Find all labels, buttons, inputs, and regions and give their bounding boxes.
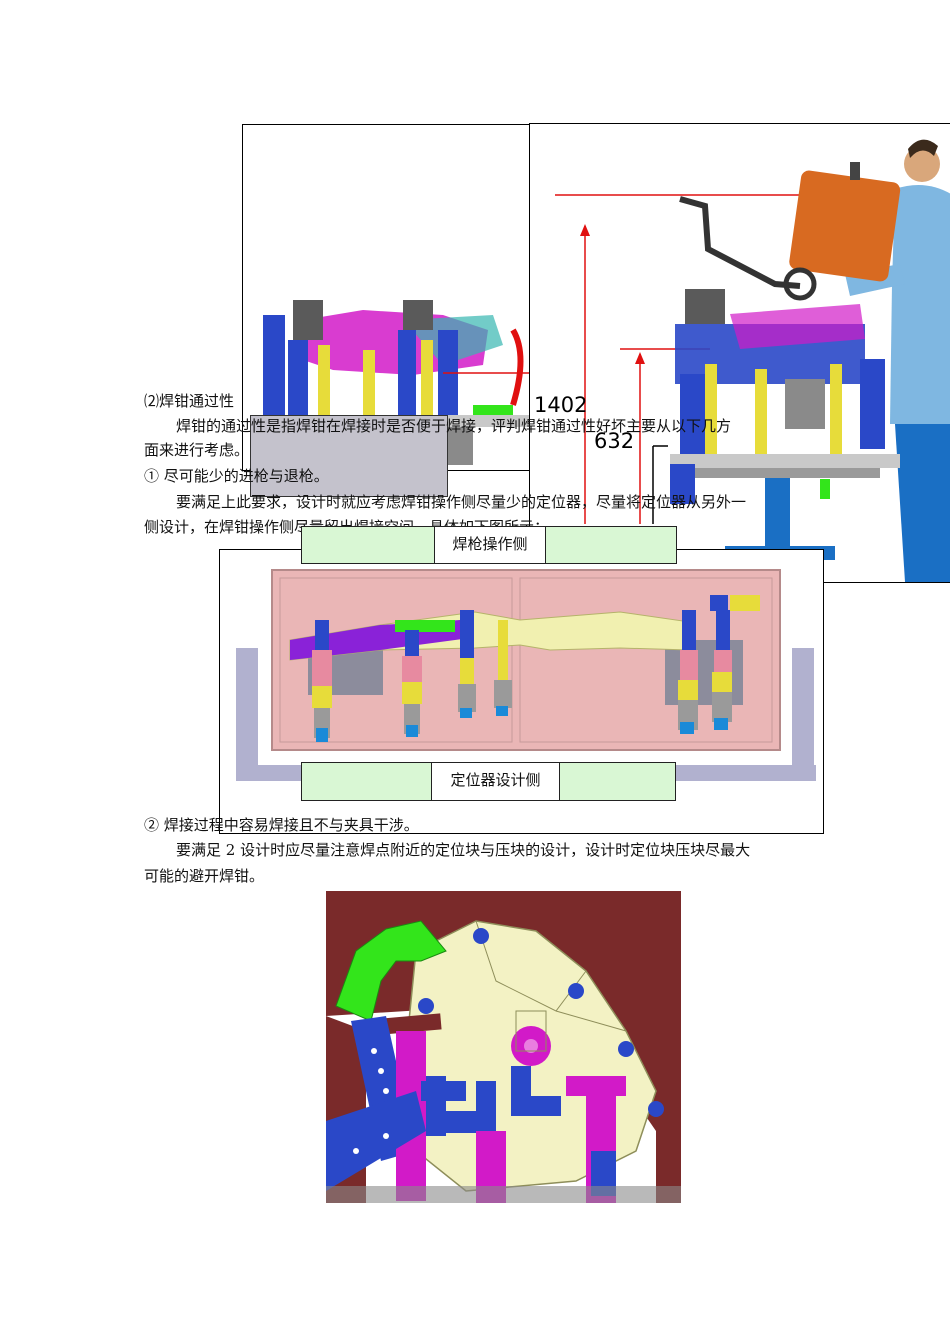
list-item-2: ② 焊接过程中容易焊接且不与夹具干涉。 xyxy=(144,816,419,834)
dimension-1402: 1402 xyxy=(534,393,588,417)
figure-fixture-side-view xyxy=(242,124,532,471)
section-title: ⑵焊钳通过性 xyxy=(144,392,235,410)
paragraph-line: 面来进行考虑。 xyxy=(144,441,250,459)
top-label-right-fill xyxy=(545,526,677,564)
dimension-632: 632 xyxy=(594,429,635,453)
paragraph-line: 要满足上此要求，设计时就应考虑焊钳操作侧尽量少的定位器，尽量将定位器从另外一 xyxy=(176,493,747,511)
figure-clamp-closeup xyxy=(326,891,681,1203)
fixture-side-drawing xyxy=(243,125,531,470)
locator-design-side-label: 定位器设计侧 xyxy=(431,762,560,801)
clamp-closeup-drawing xyxy=(326,891,681,1203)
top-label-left-fill xyxy=(301,526,435,564)
list-item-1: ① 尽可能少的进枪与退枪。 xyxy=(144,467,329,485)
figure-fixture-with-operator: 1402 632 xyxy=(529,123,950,583)
callout-box xyxy=(250,415,448,497)
bottom-label-left-fill xyxy=(301,762,432,801)
bottom-label-right-fill xyxy=(559,762,676,801)
paragraph-line: 焊钳的通过性是指焊钳在焊接时是否便于焊接，评判焊钳通过性好坏主要从以下几方 xyxy=(176,417,732,435)
fixture-operator-drawing xyxy=(530,124,950,582)
gun-operation-side-label: 焊枪操作侧 xyxy=(434,526,546,564)
paragraph-line: 要满足 2 设计时应尽量注意焊点附近的定位块与压块的设计，设计时定位块压块尽最大 xyxy=(176,841,751,859)
paragraph-line: 可能的避开焊钳。 xyxy=(144,867,265,885)
